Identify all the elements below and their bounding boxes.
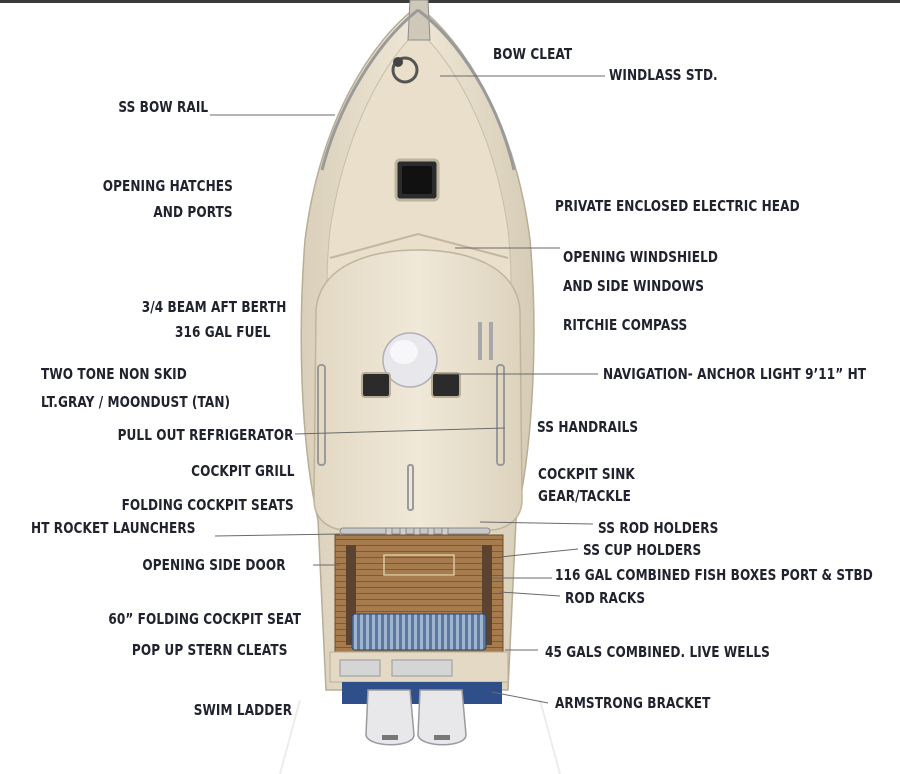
outboard-stbd [417,689,467,746]
label-refrigerator: PULL OUT REFRIGERATOR [117,426,293,444]
label-stern-seat: 60” FOLDING COCKPIT SEAT [108,610,301,628]
forward-hatch-glass [402,166,432,194]
label-rocket-launchers: HT ROCKET LAUNCHERS [31,519,196,537]
label-windshield: OPENING WINDSHIELD [563,248,718,266]
stern-seat-cushion [351,613,487,651]
label-non-skid-line2: LT.GRAY / MOONDUST (TAN) [41,393,231,411]
label-windlass: WINDLASS STD. [609,66,718,84]
hard-top [313,249,523,531]
hardtop-handrail-port [317,364,326,466]
hardtop-handrail-aft [407,464,414,511]
wake-lines [279,699,561,774]
hardtop-handrail-stbd [496,364,505,466]
bow-rail [320,8,516,171]
radome-highlight [390,340,418,364]
label-cockpit-sink: COCKPIT SINK [538,465,635,483]
label-armstrong-bracket: ARMSTRONG BRACKET [555,694,711,712]
label-cup-holders: SS CUP HOLDERS [583,541,702,559]
label-rod-racks: ROD RACKS [565,589,646,607]
fish-box-hatch [383,554,455,576]
outboard-port [365,689,415,746]
label-cockpit-grill: COCKPIT GRILL [191,462,295,480]
label-live-wells: 45 GALS COMBINED. LIVE WELLS [545,643,770,661]
label-stern-cleats: POP UP STERN CLEATS [132,641,288,659]
hardtop-hatch-stbd [431,372,461,398]
outboard-badge-port [382,735,398,740]
label-ss-bow-rail: SS BOW RAIL [118,98,208,116]
label-cockpit-sink-line2: GEAR/TACKLE [538,487,632,505]
windlass-anchor [391,56,419,84]
windshield-ridge [329,232,509,259]
label-opening-hatches-line2: AND PORTS [153,203,233,221]
leader-lines [210,75,605,704]
label-nav-light: NAVIGATION- ANCHOR LIGHT 9’11” HT [603,365,867,383]
photo-edge [0,0,900,3]
live-well-center [391,659,453,677]
label-folding-seats: FOLDING COCKPIT SEATS [121,496,294,514]
label-rod-holders: SS ROD HOLDERS [598,519,719,537]
label-fish-boxes: 116 GAL COMBINED FISH BOXES PORT & STBD [555,566,873,584]
label-swim-ladder: SWIM LADDER [193,701,292,719]
label-side-door: OPENING SIDE DOOR [142,556,286,574]
windlass-drum [393,57,403,67]
label-non-skid: TWO TONE NON SKID [41,365,187,383]
antenna-mount-2 [489,322,493,360]
label-handrails: SS HANDRAILS [537,418,639,436]
hardtop-hatch-port [361,372,391,398]
bow-pulpit [407,0,431,41]
antenna-mount-1 [478,322,482,360]
live-well-port [339,659,381,677]
cockpit-gunwale-stbd [482,545,492,645]
label-private-head: PRIVATE ENCLOSED ELECTRIC HEAD [555,197,800,215]
label-bow-cleat: BOW CLEAT [493,45,573,63]
cockpit-gunwale-port [346,545,356,645]
label-fuel: 316 GAL FUEL [175,323,271,341]
label-compass: RITCHIE COMPASS [563,316,688,334]
outboard-badge-stbd [434,735,450,740]
label-aft-berth: 3/4 BEAM AFT BERTH [141,298,286,316]
label-opening-hatches: OPENING HATCHES [102,177,233,195]
label-windshield-line2: AND SIDE WINDOWS [563,277,704,295]
